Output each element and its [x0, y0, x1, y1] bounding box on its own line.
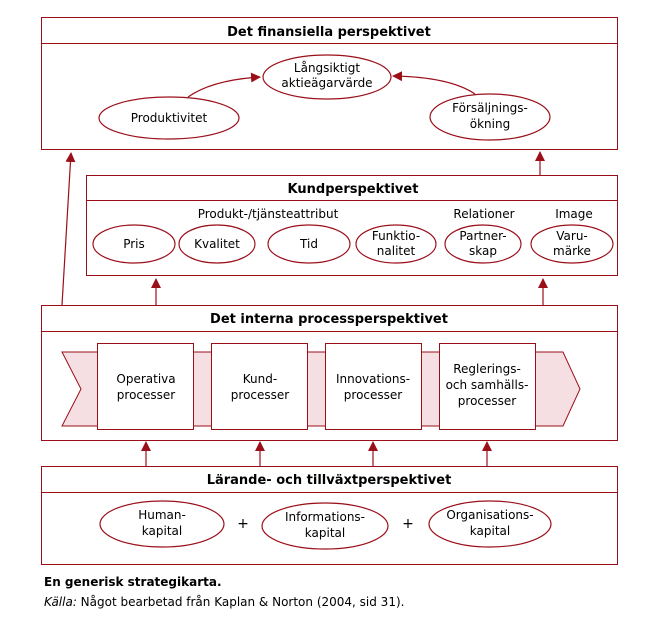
regulatory-social-processes-line3: processer — [458, 394, 516, 408]
arrow-internal-to-financial — [61, 152, 76, 306]
customer-processes-line2: processer — [231, 388, 289, 402]
regulatory-social-processes-box: Reglerings- och samhälls- processer — [439, 343, 536, 430]
financial-perspective-title: Det finansiella perspektivet — [227, 25, 431, 40]
organization-capital-line1: Organisations- — [446, 508, 533, 522]
information-capital-line1: Informations- — [285, 510, 365, 524]
information-capital-node: Informations- kapital — [261, 502, 389, 550]
customer-perspective-box: Kundperspektivet Produkt-/tjänsteattribu… — [86, 175, 618, 276]
long-term-shareholder-value-node: Långsiktigt aktieägarvärde — [262, 54, 392, 100]
partnership-line1: Partner- — [459, 229, 506, 243]
functionality-line2: nalitet — [377, 244, 416, 258]
customer-processes-line1: Kund- — [243, 372, 277, 386]
internal-process-perspective-title: Det interna processperspektivet — [210, 312, 448, 327]
plus-sign-1: + — [237, 516, 249, 532]
learning-growth-perspective-title: Lärande- och tillväxtperspektivet — [207, 473, 452, 488]
revenue-growth-line2: ökning — [470, 117, 510, 131]
customer-perspective-title: Kundperspektivet — [288, 182, 419, 197]
innovation-processes-line1: Innovations- — [336, 372, 410, 386]
productivity-node: Produktivitet — [98, 96, 240, 140]
time-node: Tid — [267, 224, 351, 264]
innovation-processes-line2: processer — [344, 388, 402, 402]
customer-processes-box: Kund- processer — [211, 343, 308, 430]
human-capital-node: Human- kapital — [99, 500, 225, 548]
operational-processes-line1: Operativa — [116, 372, 175, 386]
time-label: Tid — [299, 237, 318, 251]
regulatory-social-processes-line2: och samhälls- — [446, 378, 529, 392]
human-capital-line2: kapital — [142, 524, 182, 538]
quality-label: Kvalitet — [194, 237, 240, 251]
plus-sign-2: + — [402, 516, 414, 532]
brand-node: Varu- märke — [530, 224, 614, 264]
information-capital-line2: kapital — [305, 526, 345, 540]
functionality-node: Funktio- nalitet — [355, 224, 437, 264]
relations-label: Relationer — [453, 207, 514, 221]
productivity-label: Produktivitet — [131, 111, 208, 125]
functionality-line1: Funktio- — [372, 229, 420, 243]
revenue-growth-node: Försäljnings- ökning — [429, 93, 551, 141]
arrow-growth-to-value — [392, 71, 476, 95]
partnership-node: Partner- skap — [444, 224, 522, 264]
arrow-productivity-to-value — [187, 72, 261, 98]
operational-processes-box: Operativa processer — [97, 343, 194, 430]
product-service-attributes-label: Produkt-/tjänsteattribut — [198, 207, 339, 221]
figure-caption-title: En generisk strategikarta. — [44, 575, 222, 589]
partnership-line2: skap — [469, 244, 497, 258]
long-term-shareholder-value-line1: Långsiktigt — [294, 61, 360, 75]
revenue-growth-line1: Försäljnings- — [452, 101, 528, 115]
long-term-shareholder-value-line2: aktieägarvärde — [281, 76, 372, 90]
operational-processes-line2: processer — [117, 388, 175, 402]
human-capital-line1: Human- — [138, 508, 186, 522]
strategy-map-diagram: Det finansiella perspektivet Långsiktigt… — [41, 17, 618, 565]
regulatory-social-processes-line1: Reglerings- — [453, 362, 521, 376]
image-label: Image — [555, 207, 593, 221]
figure-caption-source: Källa: Något bearbetad från Kaplan & Nor… — [44, 594, 404, 610]
innovation-processes-box: Innovations- processer — [325, 343, 422, 430]
brand-line1: Varu- — [556, 229, 588, 243]
source-text: Något bearbetad från Kaplan & Norton (20… — [76, 595, 405, 609]
price-node: Pris — [92, 224, 176, 264]
quality-node: Kvalitet — [178, 224, 256, 264]
brand-line2: märke — [553, 244, 591, 258]
source-label: Källa: — [44, 595, 77, 609]
organization-capital-node: Organisations- kapital — [428, 500, 552, 548]
organization-capital-line2: kapital — [470, 524, 510, 538]
price-label: Pris — [123, 237, 145, 251]
